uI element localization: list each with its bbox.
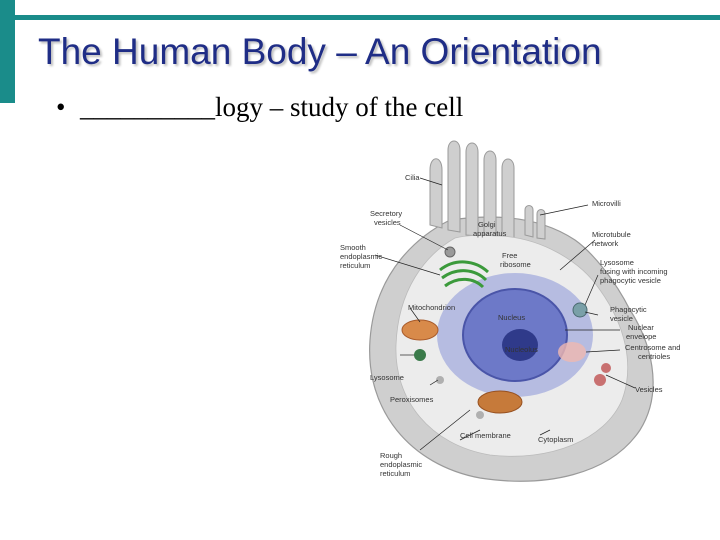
vesicle-shape-2 xyxy=(594,374,606,386)
label-microtubule-2: network xyxy=(592,239,619,248)
label-secretory-2: vesicles xyxy=(374,218,401,227)
cilia-shape xyxy=(429,140,515,239)
label-secretory-1: Secretory xyxy=(370,209,402,218)
label-phagocytic-2: vesicle xyxy=(610,314,633,323)
label-golgi-2: apparatus xyxy=(473,229,507,238)
label-smooth-er-3: reticulum xyxy=(340,261,370,270)
peroxisome-shape xyxy=(436,376,444,384)
label-lysosome: Lysosome xyxy=(370,373,404,382)
label-centrosome-1: Centrosome and xyxy=(625,343,680,352)
label-cell-membrane: Cell membrane xyxy=(460,431,511,440)
mitochondrion-shape-2 xyxy=(477,390,523,414)
label-lysosome-fusing-2: fusing with incoming xyxy=(600,267,668,276)
mitochondrion-shape xyxy=(401,319,439,341)
golgi-shape xyxy=(439,260,490,289)
label-rough-er-1: Rough xyxy=(380,451,402,460)
cell-diagram: Cilia Microvilli Secretory vesicles Golg… xyxy=(340,140,680,482)
bullet-item: • __________logy – study of the cell xyxy=(56,92,463,123)
label-nucleus: Nucleus xyxy=(498,313,525,322)
label-nucleolus: Nucleolus xyxy=(505,345,538,354)
label-phagocytic-1: Phagocytic xyxy=(610,305,647,314)
vesicle-shape xyxy=(572,302,588,318)
label-microvilli: Microvilli xyxy=(592,199,621,208)
bullet-marker: • xyxy=(56,92,66,122)
label-peroxisomes: Peroxisomes xyxy=(390,395,434,404)
label-rough-er-3: reticulum xyxy=(380,469,410,478)
label-cilia: Cilia xyxy=(405,173,420,182)
centrosome-shape xyxy=(558,342,586,362)
label-golgi-1: Golgi xyxy=(478,220,496,229)
label-centrosome-2: centrioles xyxy=(638,352,670,361)
label-nuclear-envelope-2: envelope xyxy=(626,332,656,341)
slide-title: The Human Body – An Orientation xyxy=(38,31,602,72)
label-vesicles: Vesicles xyxy=(635,385,663,394)
label-rough-er-2: endoplasmic xyxy=(380,460,422,469)
bullet-text: __________logy – study of the cell xyxy=(80,92,464,122)
label-free-ribosome-1: Free xyxy=(502,251,517,260)
label-nuclear-envelope-1: Nuclear xyxy=(628,323,654,332)
label-lysosome-fusing-3: phagocytic vesicle xyxy=(600,276,661,285)
lysosome-shape xyxy=(414,349,426,361)
label-mitochondrion: Mitochondrion xyxy=(408,303,455,312)
nucleus-shape xyxy=(437,273,593,397)
label-lysosome-fusing-1: Lysosome xyxy=(600,258,634,267)
label-free-ribosome-2: ribosome xyxy=(500,260,531,269)
label-smooth-er-2: endoplasmic xyxy=(340,252,382,261)
peroxisome-shape-2 xyxy=(476,411,484,419)
label-smooth-er-1: Smooth xyxy=(340,243,366,252)
label-microtubule-1: Microtubule xyxy=(592,230,631,239)
header-accent-bar xyxy=(0,0,15,103)
label-cytoplasm: Cytoplasm xyxy=(538,435,573,444)
vesicle-shape-4 xyxy=(444,246,456,258)
vesicle-shape-3 xyxy=(601,363,611,373)
header-accent-line xyxy=(0,15,720,20)
